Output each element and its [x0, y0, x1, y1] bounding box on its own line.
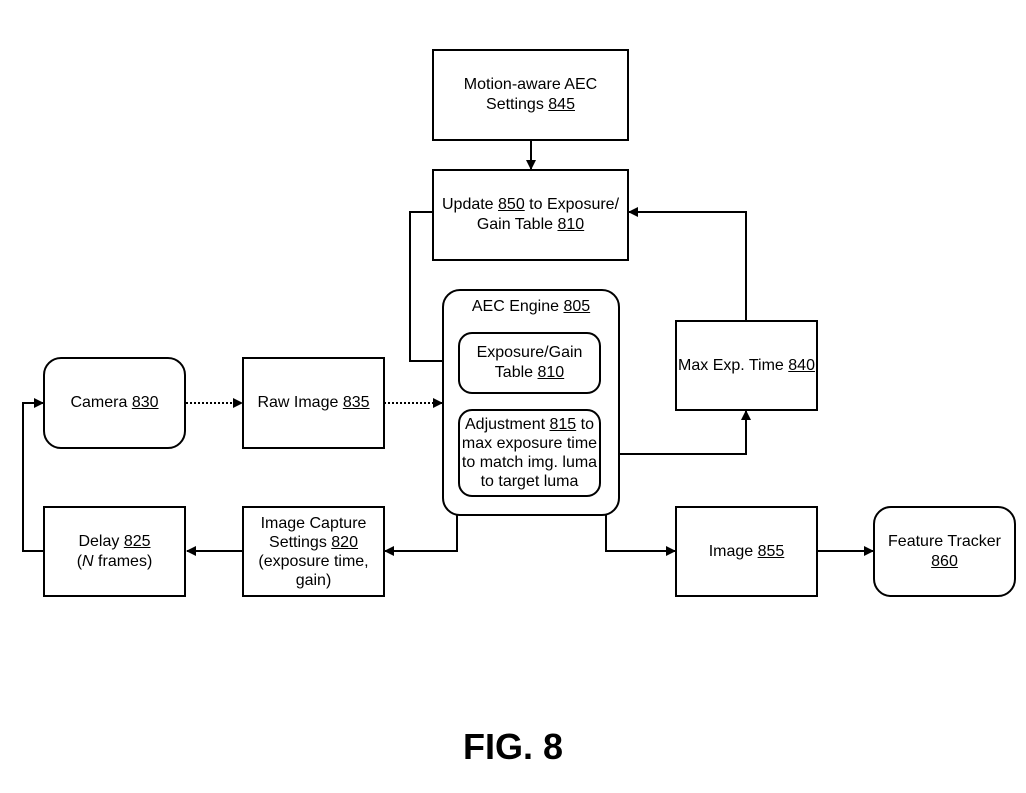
exposure-gain-table-box: Exposure/Gain Table 810	[458, 332, 601, 394]
update-line1: Update 850 to Exposure/	[442, 195, 619, 215]
aec-engine-label: AEC Engine	[471, 298, 564, 315]
image-box: Image 855	[675, 506, 818, 597]
delay-line1: Delay 825	[78, 532, 150, 552]
tracker-ref: 860	[931, 552, 958, 570]
adjustment-line1: Adjustment 815 to	[465, 415, 594, 434]
raw-image-line: Raw Image 835	[257, 393, 369, 413]
update-text2: to Exposure/	[524, 196, 620, 213]
arrow-adjustment-to-maxexp	[600, 410, 751, 455]
max-exp-label: Max Exp. Time	[678, 356, 789, 374]
update-ref: 850	[498, 196, 525, 213]
aec-engine-title: AEC Engine 805	[472, 297, 590, 317]
arrow-maxexp-to-update	[628, 207, 747, 320]
adjustment-line4: to target luma	[480, 473, 579, 490]
arrow-delay-to-camera	[22, 398, 44, 552]
raw-image-box: Raw Image 835	[242, 357, 385, 449]
aec-engine-ref: 805	[563, 298, 591, 315]
delay-ref: 825	[123, 532, 151, 550]
aec-settings-ref: 845	[548, 96, 575, 113]
adjustment-ref: 815	[549, 416, 577, 433]
delay-open-paren: (	[76, 552, 83, 570]
capture-ref: 820	[331, 533, 358, 551]
arrow-update-to-table	[409, 211, 459, 366]
image-ref: 855	[757, 542, 785, 560]
adjustment-text1: Adjustment	[465, 416, 550, 433]
max-exp-time-box: Max Exp. Time 840	[675, 320, 818, 411]
image-label: Image	[708, 542, 758, 560]
delay-label: Delay	[78, 532, 124, 550]
capture-line1: Image Capture	[260, 514, 367, 532]
camera-line: Camera 830	[70, 393, 158, 413]
max-exp-line: Max Exp. Time 840	[678, 356, 815, 376]
aec-settings-line2: Settings 845	[486, 95, 575, 115]
figure-label: FIG. 8	[462, 726, 564, 767]
aec-settings-line1: Motion-aware AEC	[463, 76, 598, 93]
arrow-aec-to-image	[605, 515, 676, 556]
image-line: Image 855	[709, 542, 785, 562]
table-line1: Exposure/Gain	[476, 344, 583, 361]
image-capture-settings-box: Image Capture Settings 820 (exposure tim…	[242, 506, 385, 597]
max-exp-ref: 840	[788, 356, 815, 374]
delay-line2: (N frames)	[77, 552, 153, 572]
update-table-box: Update 850 to Exposure/ Gain Table 810	[432, 169, 629, 261]
camera-box: Camera 830	[43, 357, 186, 449]
adjustment-line2: max exposure time	[461, 435, 598, 452]
update-text1: Update	[441, 196, 499, 213]
table-line2: Table 810	[495, 363, 564, 383]
raw-image-ref: 835	[342, 394, 370, 411]
delay-n: N	[82, 552, 94, 570]
motion-aware-aec-settings-box: Motion-aware AEC Settings 845	[432, 49, 629, 141]
aec-settings-label: Settings	[486, 96, 549, 113]
adjustment-line3: to match img. luma	[461, 454, 598, 471]
capture-line2: Settings 820	[269, 533, 358, 552]
camera-ref: 830	[131, 394, 159, 411]
raw-image-label: Raw Image	[257, 394, 343, 411]
tracker-line1: Feature Tracker	[888, 532, 1001, 550]
delay-box: Delay 825 (N frames)	[43, 506, 186, 597]
update-table-label: Gain Table	[476, 216, 558, 233]
delay-frames: frames)	[93, 552, 153, 570]
update-table-ref: 810	[557, 216, 585, 233]
adjustment-text2: to	[576, 416, 594, 433]
camera-label: Camera	[70, 394, 132, 411]
update-line2: Gain Table 810	[477, 215, 584, 235]
capture-line3: (exposure time,	[258, 552, 369, 570]
capture-label: Settings	[269, 533, 332, 551]
adjustment-box: Adjustment 815 to max exposure time to m…	[458, 409, 601, 497]
capture-line4: gain)	[295, 571, 332, 589]
arrow-aec-to-capture	[384, 515, 458, 556]
table-ref: 810	[537, 364, 565, 381]
table-label: Table	[494, 364, 538, 381]
feature-tracker-box: Feature Tracker 860	[873, 506, 1016, 597]
